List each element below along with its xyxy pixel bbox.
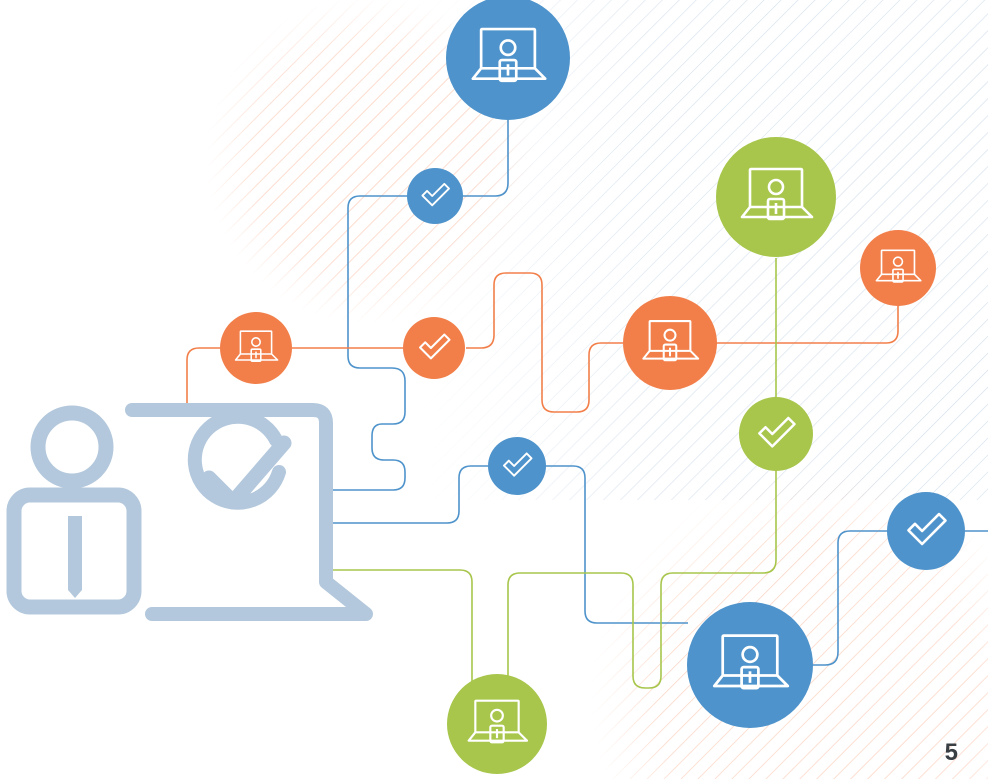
workstation-node [220,312,292,384]
check-icon [502,452,533,477]
orange-circle [403,317,465,379]
blue-circle [407,168,463,224]
green-circle [716,137,836,257]
user-at-laptop-icon [642,320,700,362]
user-at-laptop-icon [712,634,790,690]
workstation-node [623,296,717,390]
blue-circle [687,602,813,728]
check-node [403,317,465,379]
person-icon [6,405,142,615]
connectors-green [333,258,777,689]
laptop-icon [125,403,373,621]
orange-circle [623,296,717,390]
diagram-nodes [220,0,965,774]
green-circle [739,397,813,471]
workstation-node [860,230,936,306]
check-node [739,397,813,471]
check-icon [907,512,947,546]
central-hub [6,403,373,621]
check-node [488,437,546,495]
green-circle [447,674,547,774]
orange-circle [220,312,292,384]
user-at-laptop-icon [875,249,922,283]
connectors-orange [186,272,899,413]
check-icon [758,416,796,448]
check-node [407,168,463,224]
connectors-blue [333,120,988,666]
workstation-node [446,0,570,120]
blue-circle [887,492,965,570]
user-at-laptop-icon [471,27,547,83]
blue-circle [488,437,546,495]
orange-circle [860,230,936,306]
user-at-laptop-icon [740,167,814,221]
user-at-laptop-icon [234,330,279,362]
check-circle-icon [187,409,292,510]
check-icon [419,333,451,360]
workstation-node [716,137,836,257]
workstation-node [447,674,547,774]
workstation-node [687,602,813,728]
page-number: 5 [944,739,958,766]
user-at-laptop-icon [467,699,529,744]
check-node [887,492,965,570]
check-icon [421,182,450,207]
